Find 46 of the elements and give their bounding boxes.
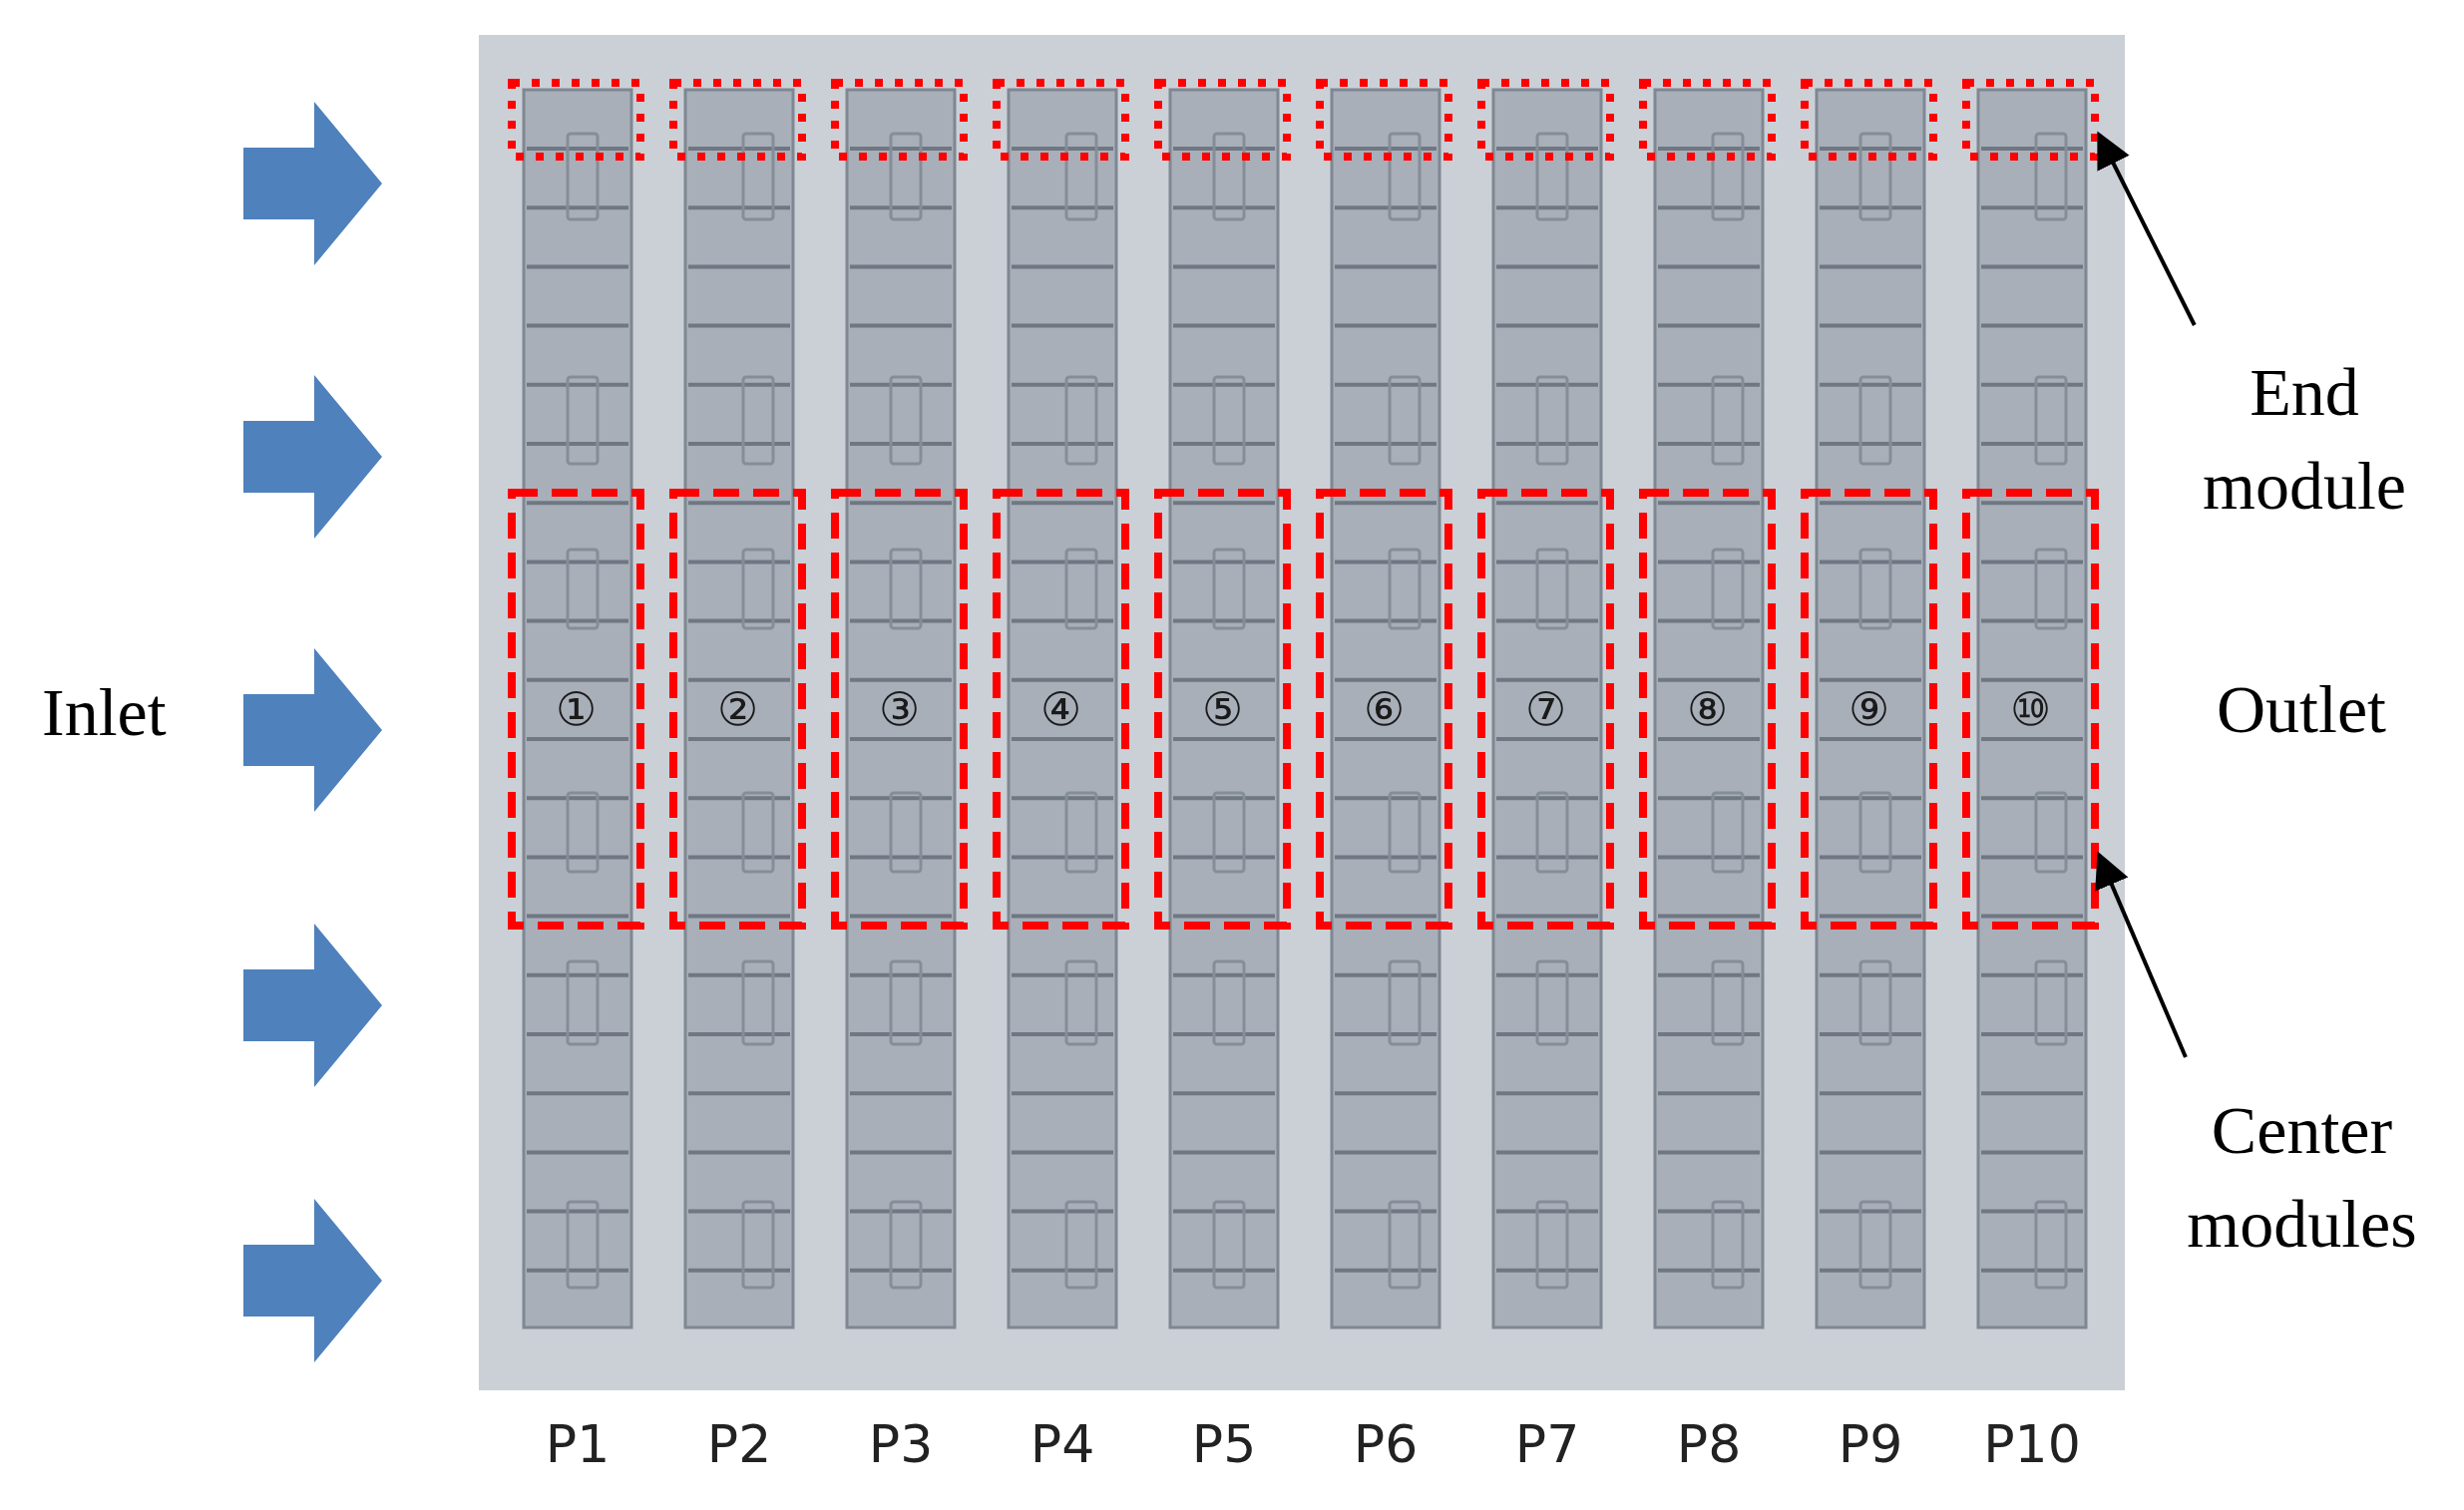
end-module-outline bbox=[669, 79, 806, 161]
center-module-outline bbox=[1962, 489, 2099, 930]
column-label: P7 bbox=[1514, 1414, 1580, 1474]
column-label: P2 bbox=[706, 1414, 772, 1474]
module-number: ⑧ bbox=[1686, 686, 1729, 732]
center-module-outline bbox=[508, 489, 644, 930]
end-module-outline bbox=[993, 79, 1129, 161]
column-label: P3 bbox=[868, 1414, 934, 1474]
end-module-outline bbox=[1639, 79, 1776, 161]
module-number: ④ bbox=[1039, 686, 1082, 732]
column-label: P8 bbox=[1676, 1414, 1742, 1474]
module-number: ③ bbox=[878, 686, 921, 732]
column-label: P4 bbox=[1029, 1414, 1095, 1474]
module-number: ② bbox=[716, 686, 759, 732]
module-number: ① bbox=[555, 686, 598, 732]
leader-arrow bbox=[2097, 131, 2197, 326]
center-module-outline bbox=[993, 489, 1129, 930]
center-module-outline bbox=[831, 489, 968, 930]
column-label: P5 bbox=[1191, 1414, 1257, 1474]
column-label: P10 bbox=[1983, 1414, 2081, 1474]
column-label: P1 bbox=[545, 1414, 611, 1474]
outlet-label: Outlet bbox=[2217, 670, 2386, 749]
callout-label: End module bbox=[2160, 339, 2449, 539]
column-label: P6 bbox=[1353, 1414, 1419, 1474]
end-module-outline bbox=[1316, 79, 1452, 161]
module-number: ⑤ bbox=[1201, 686, 1244, 732]
end-module-outline bbox=[1154, 79, 1291, 161]
end-module-outline bbox=[831, 79, 968, 161]
leader-arrow bbox=[2095, 851, 2188, 1058]
end-module-outline bbox=[1477, 79, 1614, 161]
end-module-outline bbox=[508, 79, 644, 161]
center-module-outline bbox=[1154, 489, 1291, 930]
callout-label: Center modules bbox=[2145, 1077, 2459, 1277]
center-module-outline bbox=[1639, 489, 1776, 930]
inlet-label: Inlet bbox=[42, 673, 167, 752]
center-module-outline bbox=[1316, 489, 1452, 930]
module-number: ⑩ bbox=[2009, 686, 2052, 732]
column-label: P9 bbox=[1838, 1414, 1903, 1474]
center-module-outline bbox=[1477, 489, 1614, 930]
module-number: ⑨ bbox=[1848, 686, 1890, 732]
module-number: ⑥ bbox=[1363, 686, 1406, 732]
end-module-outline bbox=[1801, 79, 1937, 161]
module-number: ⑦ bbox=[1524, 686, 1567, 732]
center-module-outline bbox=[1801, 489, 1937, 930]
end-module-outline bbox=[1962, 79, 2099, 161]
center-module-outline bbox=[669, 489, 806, 930]
